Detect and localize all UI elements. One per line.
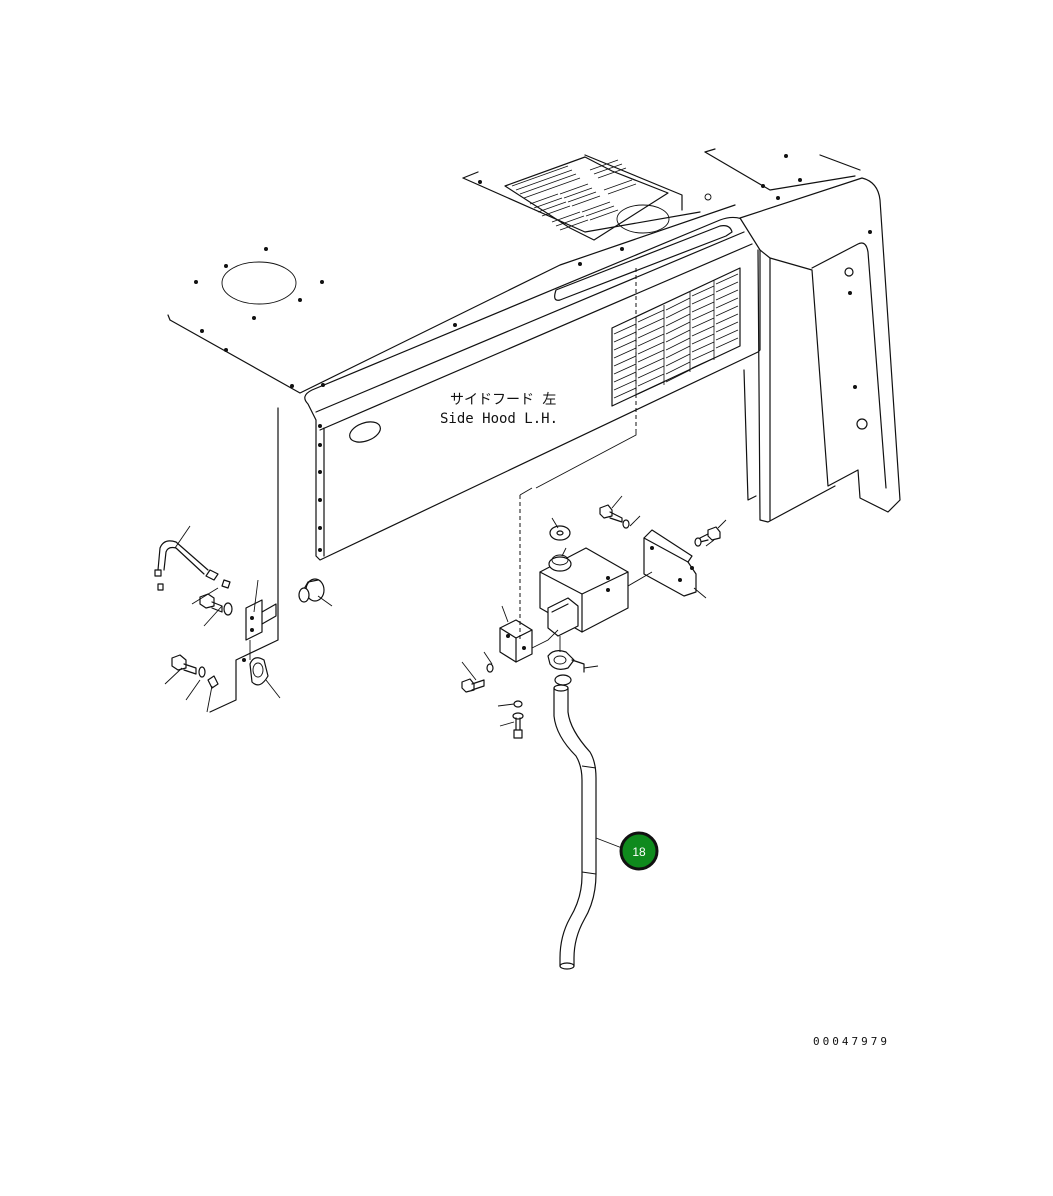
callout-number[interactable]: 18 xyxy=(632,845,646,859)
drawing-code: 00047979 xyxy=(813,1035,890,1048)
hose-18 xyxy=(553,684,623,970)
engine-hood-top xyxy=(167,148,861,394)
side-hood-grille xyxy=(611,267,741,407)
right-side-panel xyxy=(739,177,901,523)
leader-line xyxy=(535,430,637,489)
top-vent-grille xyxy=(504,156,669,241)
side-hood-lh xyxy=(304,216,761,561)
side-hood-label-en: Side Hood L.H. xyxy=(440,411,558,427)
side-hood-label-jp: サイドフード 左 xyxy=(450,392,556,408)
callout-badge-18[interactable]: 18 xyxy=(619,831,659,871)
reserve-tank-assembly xyxy=(461,487,727,739)
callout-circle[interactable] xyxy=(619,831,659,871)
frame-outline xyxy=(209,407,279,713)
left-bracket-assembly xyxy=(154,525,333,713)
